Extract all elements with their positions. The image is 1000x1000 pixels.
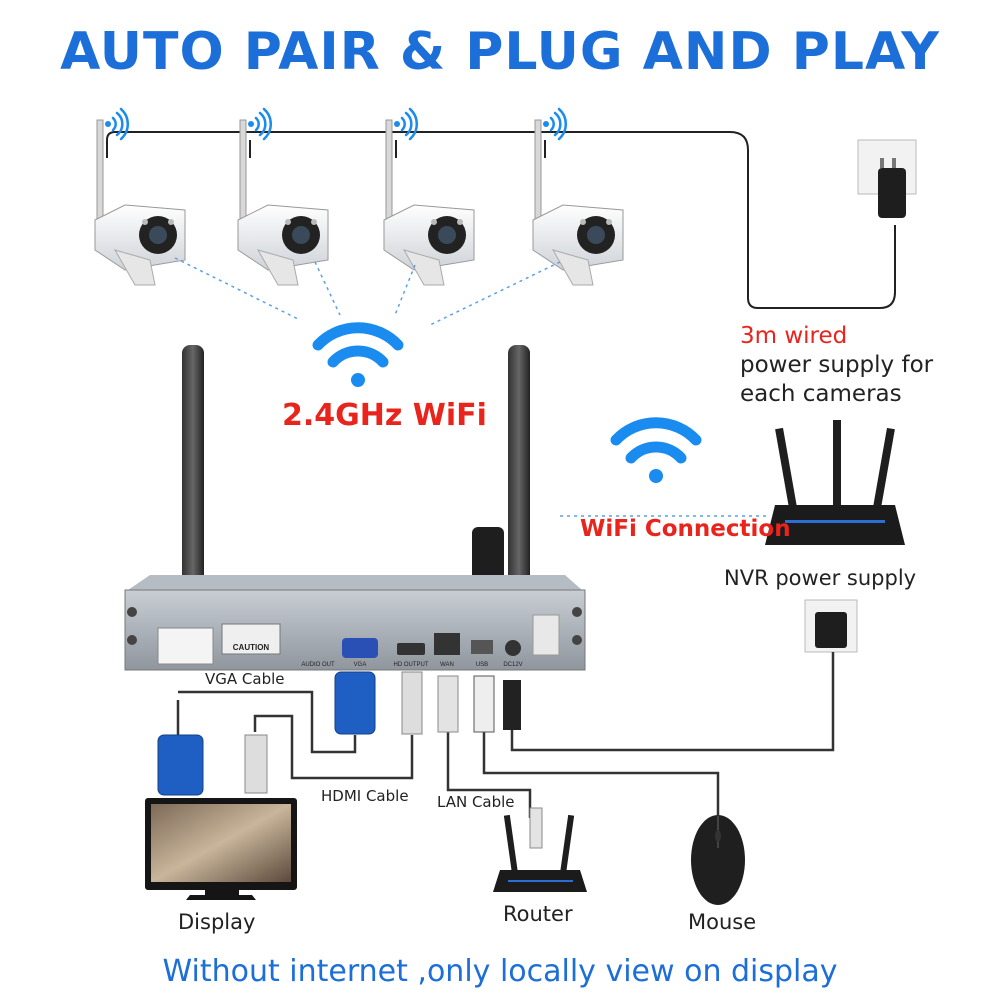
power-note-line3: each cameras — [740, 381, 902, 407]
camera-wall-socket — [857, 139, 917, 218]
usb-connector — [473, 675, 495, 733]
mouse-label: Mouse — [688, 910, 757, 934]
wifi-frequency-label: 2.4GHz WiFi — [282, 398, 487, 433]
vga-cable-label: VGA Cable — [205, 670, 285, 688]
wifi-links — [174, 257, 770, 517]
lan-cable-label: LAN Cable — [437, 793, 515, 811]
lan-connector — [437, 675, 459, 733]
hdmi-connector-top — [401, 671, 423, 735]
port-label-wan: WAN — [440, 662, 454, 668]
display-label: Display — [178, 910, 256, 934]
camera-3 — [383, 119, 475, 286]
nvr-power-label: NVR power supply — [724, 566, 917, 590]
camera-1 — [94, 119, 186, 286]
vga-connector-display — [157, 734, 204, 796]
cable-lines — [176, 652, 835, 818]
mouse-image — [691, 815, 745, 905]
port-label-audio-out: AUDIO OUT — [301, 662, 335, 668]
router-wifi-icon — [610, 417, 702, 483]
port-label-usb: USB — [476, 662, 488, 668]
power-note-line2: power supply for — [740, 352, 934, 378]
hdmi-cable-label: HDMI Cable — [321, 787, 409, 805]
nvr-caution-text: CAUTION — [233, 643, 270, 652]
nvr-recorder — [124, 345, 586, 671]
router-image — [493, 807, 587, 892]
footer-note: Without internet ,only locally view on d… — [162, 954, 838, 989]
vga-connector-top — [334, 671, 376, 735]
camera-4 — [532, 119, 624, 286]
wifi-router-image — [765, 420, 905, 545]
router-label: Router — [503, 902, 573, 926]
port-label-dc12v: DC12V — [503, 662, 522, 668]
camera-2 — [237, 119, 329, 286]
port-label-vga: VGA — [354, 662, 367, 668]
display-monitor — [145, 798, 297, 900]
dc-connector — [503, 680, 521, 730]
wifi-icon — [312, 322, 404, 387]
camera-power-cable — [106, 131, 896, 309]
page-title: AUTO PAIR & PLUG AND PLAY — [60, 22, 940, 82]
camera-signal-icons — [105, 107, 568, 141]
power-note: 3m wired power supply for each cameras — [740, 322, 933, 409]
hdmi-connector-display — [244, 734, 268, 794]
nvr-port-labels: AUDIO OUT VGA HD OUTPUT WAN USB DC12V — [301, 662, 522, 668]
power-note-highlight: 3m wired — [740, 323, 848, 349]
nvr-wall-socket — [804, 599, 858, 653]
wifi-connection-label: WiFi Connection — [580, 516, 791, 542]
port-label-hd-output: HD OUTPUT — [394, 662, 429, 668]
